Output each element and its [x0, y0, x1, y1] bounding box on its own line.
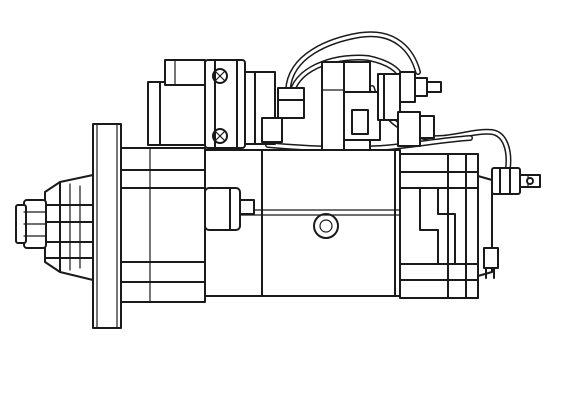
relay-connector — [244, 71, 305, 145]
relay-module — [321, 61, 381, 151]
terminal-stud-icon — [526, 177, 534, 185]
commutator-end-frame — [399, 153, 479, 299]
solenoid-switch-block — [204, 59, 246, 149]
screw-head-icon — [212, 68, 228, 84]
mounting-flange — [92, 123, 122, 329]
battery-terminal — [377, 71, 442, 121]
screw-head-icon — [212, 128, 228, 144]
nose-cone — [44, 174, 94, 281]
battery-terminal — [397, 111, 435, 147]
end-cap — [477, 167, 541, 279]
pinion-gear — [15, 199, 47, 249]
solenoid-housing — [147, 59, 206, 146]
through-bolt-plug — [204, 187, 255, 231]
drive-end-housing — [120, 147, 206, 303]
